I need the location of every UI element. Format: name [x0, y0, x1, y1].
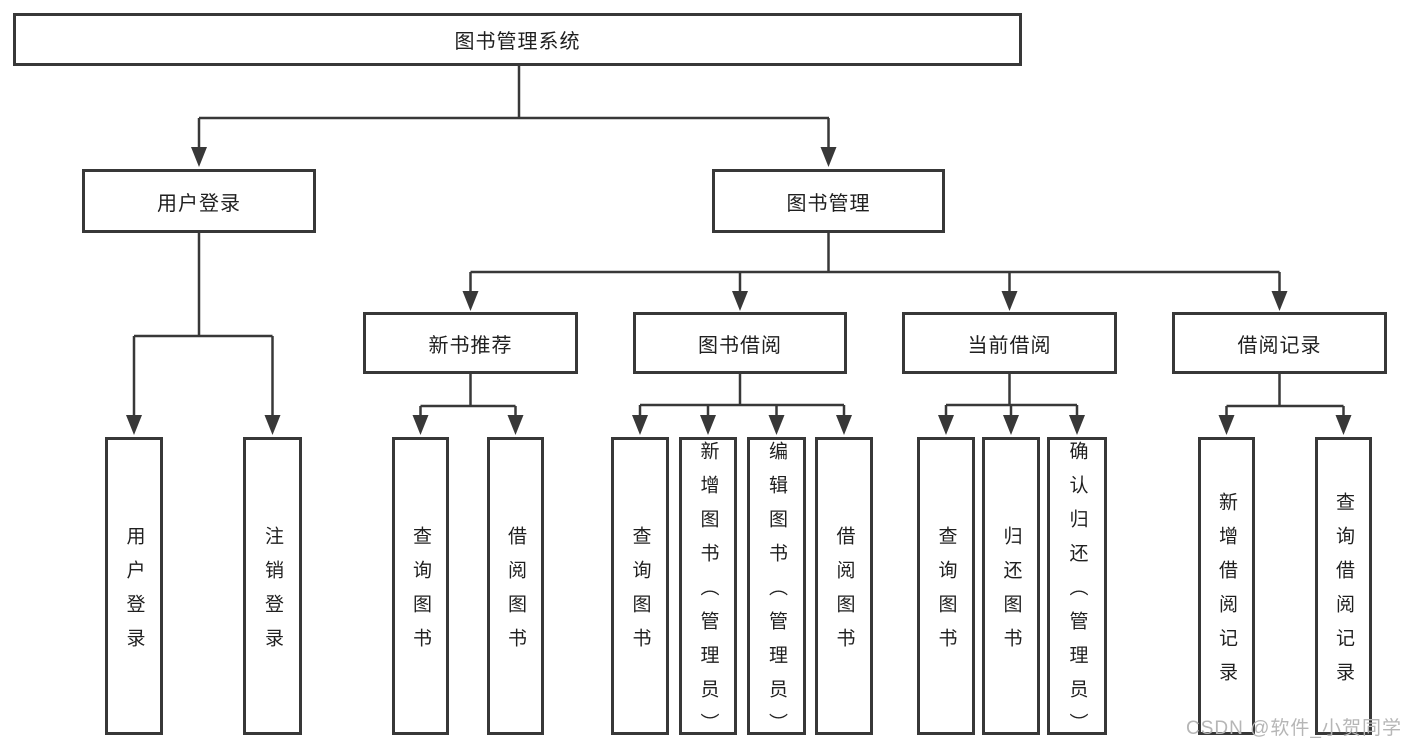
node-book-management-label: 图书管理: [786, 192, 871, 215]
node-book-management: 图书管理: [712, 169, 945, 233]
leaf-query-books-1: 查询图书: [392, 437, 449, 735]
leaf-edit-books-admin-label: 编辑图书（管理员）: [766, 440, 787, 747]
leaf-query-books-2-label: 查询图书: [629, 525, 651, 662]
leaf-borrow-books-1: 借阅图书: [487, 437, 544, 735]
node-borrowing-records: 借阅记录: [1172, 312, 1387, 374]
leaf-add-books-admin-label: 新增图书（管理员）: [697, 440, 719, 747]
leaf-query-borrow-record: 查询借阅记录: [1315, 437, 1372, 735]
leaf-confirm-return-admin-label: 确认归还（管理员）: [1066, 440, 1088, 747]
leaf-add-books-admin: 新增图书（管理员）: [679, 437, 737, 747]
leaf-borrow-books-2-label: 借阅图书: [833, 525, 855, 662]
leaf-logout: 注销登录: [243, 437, 302, 735]
node-root: 图书管理系统: [13, 13, 1022, 66]
node-book-borrowing-label: 图书借阅: [698, 334, 782, 357]
leaf-edit-books-admin: 编辑图书（管理员）: [747, 437, 806, 747]
node-user-login: 用户登录: [82, 169, 316, 233]
leaf-query-books-1-label: 查询图书: [410, 525, 431, 662]
node-borrowing-records-label: 借阅记录: [1237, 334, 1322, 357]
leaf-query-borrow-record-label: 查询借阅记录: [1333, 491, 1354, 696]
leaf-logout-label: 注销登录: [262, 525, 283, 662]
leaf-return-books: 归还图书: [982, 437, 1040, 735]
leaf-borrow-books-1-label: 借阅图书: [505, 525, 526, 662]
node-root-label: 图书管理系统: [454, 31, 581, 53]
leaf-add-borrow-record: 新增借阅记录: [1198, 437, 1255, 735]
leaf-query-books-3-label: 查询图书: [935, 525, 957, 662]
node-current-borrowing-label: 当前借阅: [967, 334, 1052, 357]
leaf-user-login-label: 用户登录: [123, 525, 145, 662]
arrowhead-icons: [126, 147, 1352, 435]
node-book-borrowing: 图书借阅: [633, 312, 847, 374]
leaf-borrow-books-2: 借阅图书: [815, 437, 873, 735]
csdn-watermark: CSDN @软件_小贺同学: [1186, 718, 1402, 739]
leaf-confirm-return-admin: 确认归还（管理员）: [1047, 437, 1107, 747]
leaf-user-login: 用户登录: [105, 437, 163, 735]
leaf-query-books-2: 查询图书: [611, 437, 669, 735]
node-new-book-recommend: 新书推荐: [363, 312, 578, 374]
node-current-borrowing: 当前借阅: [902, 312, 1117, 374]
node-new-book-recommend-label: 新书推荐: [428, 334, 513, 357]
leaf-query-books-3: 查询图书: [917, 437, 975, 735]
leaf-add-borrow-record-label: 新增借阅记录: [1216, 491, 1237, 696]
node-user-login-label: 用户登录: [157, 192, 241, 215]
leaf-return-books-label: 归还图书: [1000, 525, 1022, 662]
